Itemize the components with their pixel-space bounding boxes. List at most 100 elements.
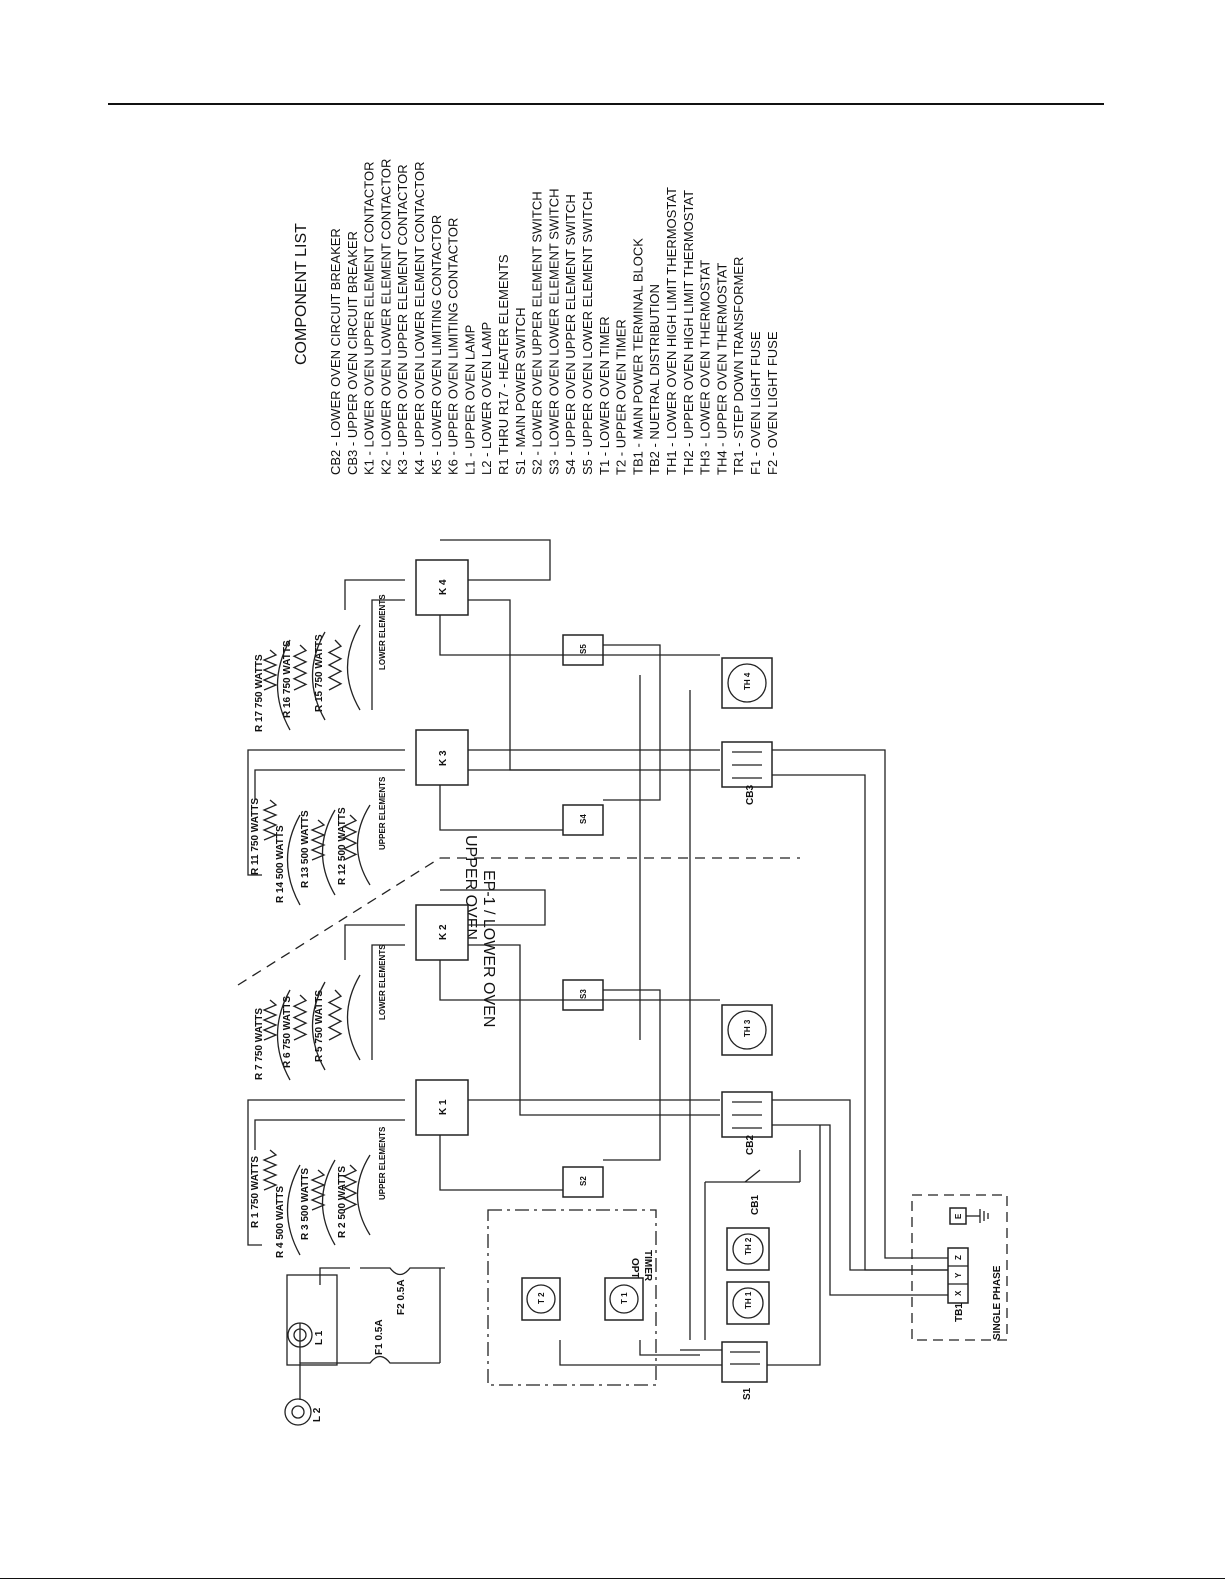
cb3-label: CB3 <box>745 785 756 805</box>
component-list-title: COMPONENT LIST <box>293 223 310 365</box>
component-list-item: CB3 - UPPER OVEN CIRCUIT BREAKER <box>345 231 360 475</box>
top-rule <box>108 103 1104 105</box>
thermostat-th1: TH 1 <box>726 1281 770 1325</box>
component-list-item: F1 - OVEN LIGHT FUSE <box>748 331 763 475</box>
contactor-k4: K 4 <box>415 559 469 616</box>
switch-s2: S2 <box>562 1166 604 1198</box>
r17-label: R 17 750 WATTS <box>254 654 265 732</box>
component-list-item: S3 - LOWER OVEN LOWER ELEMENT SWITCH <box>546 188 561 475</box>
s1-label: S1 <box>742 1387 753 1400</box>
component-list-item: S5 - UPPER OVEN LOWER ELEMENT SWITCH <box>580 191 595 475</box>
r5-label: R 5 750 WATTS <box>314 990 325 1062</box>
th4-label: TH 4 <box>743 672 752 690</box>
breaker-cb3: CB3 <box>721 741 773 805</box>
component-list-item: K1 - LOWER OVEN UPPER ELEMENT CONTACTOR <box>362 162 377 476</box>
component-list-item: R1 THRU R17 - HEATER ELEMENTS <box>496 254 511 475</box>
tb1-x: X <box>954 1290 963 1296</box>
component-list-item: S1 - MAIN POWER SWITCH <box>513 307 528 475</box>
component-list-item: K4 - UPPER OVEN LOWER ELEMENT CONTACTOR <box>412 162 427 476</box>
component-list-item: L1 - UPPER OVEN LAMP <box>462 325 477 475</box>
l2-label: L 2 <box>312 1407 323 1422</box>
lamp-l1: L 1 <box>286 1274 338 1366</box>
k1-label: K 1 <box>438 1099 449 1115</box>
terminal-block-tb1: Z Y X E TB1 SINGLE PHASE <box>911 1194 1008 1341</box>
r13-label: R 13 500 WATTS <box>300 810 311 888</box>
s4-label: S4 <box>579 814 588 824</box>
component-list-item: F2 - OVEN LIGHT FUSE <box>765 331 780 475</box>
component-list-item: K2 - LOWER OVEN LOWER ELEMENT CONTACTOR <box>378 159 393 475</box>
th1-label: TH 1 <box>744 1291 753 1309</box>
lower-elements-upper-label: LOWER ELEMENTS <box>378 594 387 670</box>
component-list: COMPONENT LIST CB2 - LOWER OVEN CIRCUIT … <box>293 159 780 475</box>
component-list-item: K3 - UPPER OVEN UPPER ELEMENT CONTACTOR <box>395 164 410 475</box>
component-list-item: K5 - LOWER OVEN LIMITING CONTACTOR <box>429 215 444 475</box>
f2-label: F2 0.5A <box>396 1279 407 1315</box>
bottom-rule <box>0 1578 1225 1579</box>
th3-label: TH 3 <box>743 1019 752 1037</box>
component-list-item: L2 - LOWER OVEN LAMP <box>479 322 494 475</box>
thermostat-th2: TH 2 <box>726 1227 770 1271</box>
lower-oven-label: EP-1 / LOWER OVEN <box>480 870 497 1027</box>
r4-label: R 4 500 WATTS <box>275 1186 286 1258</box>
lamp-l2: L 2 <box>284 1398 323 1426</box>
component-list-item: TH4 - UPPER OVEN THERMOSTAT <box>714 263 729 475</box>
upper-elements-upper-label: UPPER ELEMENTS <box>378 776 387 850</box>
component-list-item: TH2 - UPPER OVEN HIGH LIMIT THERMOSTAT <box>681 190 696 475</box>
component-list-item: S2 - LOWER OVEN UPPER ELEMENT SWITCH <box>530 191 545 475</box>
component-list-item: T2 - UPPER OVEN TIMER <box>614 319 629 475</box>
lower-elements-lower-label: LOWER ELEMENTS <box>378 944 387 1020</box>
f1-label: F1 0.5A <box>374 1319 385 1355</box>
r7-label: R 7 750 WATTS <box>254 1008 265 1080</box>
r3-label: R 3 500 WATTS <box>300 1168 311 1240</box>
optional-timer: OPTIONAL TIMER T 2 T 1 <box>487 1209 657 1386</box>
t2-label: T 2 <box>537 1292 546 1304</box>
breaker-cb1: CB1 <box>705 1169 800 1215</box>
contactor-k3: K 3 <box>415 729 469 786</box>
heater-groups: R 17 750 WATTS R 16 750 WATTS R 15 750 W… <box>250 594 387 1258</box>
k2-label: K 2 <box>438 924 449 940</box>
component-list-item: T1 - LOWER OVEN TIMER <box>597 316 612 475</box>
s2-label: S2 <box>579 1176 588 1186</box>
component-list-item: K6 - UPPER OVEN LIMITING CONTACTOR <box>446 218 461 475</box>
r11-label: R 11 750 WATTS <box>250 798 261 875</box>
k4-label: K 4 <box>438 579 449 595</box>
tb1-label: TB1 <box>954 1303 965 1322</box>
wiring <box>247 539 948 1400</box>
r1-label: R 1 750 WATTS <box>250 1156 261 1228</box>
component-list-item: TB2 - NUETRAL DISTRIBUTION <box>647 284 662 475</box>
thermostat-th3: TH 3 <box>721 1004 773 1056</box>
cb1-label: CB1 <box>750 1195 761 1215</box>
breaker-cb2: CB2 <box>721 1091 773 1155</box>
th2-label: TH 2 <box>744 1237 753 1255</box>
component-list-item: TH1 - LOWER OVEN HIGH LIMIT THERMOSTAT <box>664 187 679 475</box>
l1-label: L 1 <box>314 1330 325 1345</box>
t1-label: T 1 <box>620 1292 629 1304</box>
upper-elements-lower-label: UPPER ELEMENTS <box>378 1126 387 1200</box>
s3-label: S3 <box>579 989 588 999</box>
fuse-f2: F2 0.5A <box>360 1267 445 1315</box>
r2-label: R 2 500 WATTS <box>337 1166 348 1238</box>
switch-s1: S1 <box>721 1341 768 1400</box>
contactor-k2: K 2 <box>415 904 469 961</box>
thermostat-th4: TH 4 <box>721 657 773 709</box>
switch-s3: S3 <box>562 979 604 1011</box>
component-list-item: TR1 - STEP DOWN TRANSFORMER <box>731 257 746 475</box>
r15-label: R 15 750 WATTS <box>314 634 325 712</box>
r6-label: R 6 750 WATTS <box>282 996 293 1068</box>
r12-label: R 12 500 WATTS <box>337 807 348 885</box>
tb1-z: Z <box>954 1255 963 1260</box>
r14-label: R 14 500 WATTS <box>275 825 286 903</box>
optional-label-2: TIMER <box>642 1250 653 1282</box>
s5-label: S5 <box>579 644 588 654</box>
component-list-item: TB1 - MAIN POWER TERMINAL BLOCK <box>630 238 645 475</box>
cb2-label: CB2 <box>745 1135 756 1155</box>
fuse-f1: F1 0.5A <box>340 1319 440 1364</box>
tb1-y: Y <box>954 1272 963 1278</box>
switch-s5: S5 <box>562 634 604 666</box>
r16-label: R 16 750 WATTS <box>282 640 293 718</box>
tb1-e: E <box>954 1213 963 1219</box>
single-phase-label: SINGLE PHASE <box>992 1265 1003 1340</box>
switch-s4: S4 <box>562 804 604 836</box>
